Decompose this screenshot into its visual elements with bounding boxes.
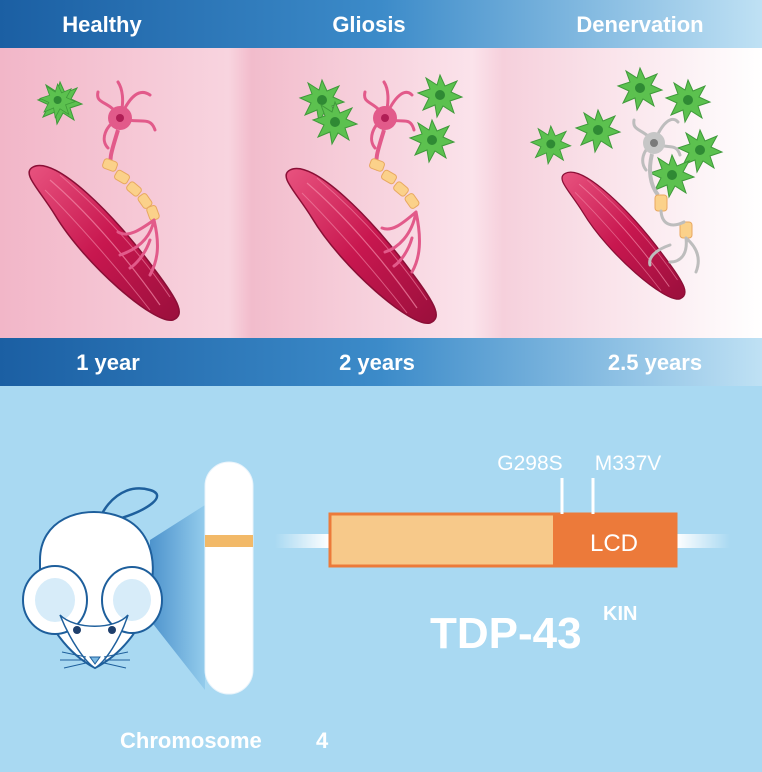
construct-right-flank xyxy=(676,534,730,548)
protein-superscript: KIN xyxy=(603,603,637,625)
chromosome-icon xyxy=(204,461,254,695)
construct-bar: LCD xyxy=(275,512,730,568)
projection-beam xyxy=(150,505,205,690)
stage-label-gliosis: Gliosis xyxy=(332,12,405,37)
myelin-icon xyxy=(654,194,668,212)
chromosome-number: 4 xyxy=(316,728,329,753)
chromosome-label: Chromosome xyxy=(120,728,262,753)
lcd-domain xyxy=(553,514,676,566)
stage-label-denervation: Denervation xyxy=(576,12,703,37)
mutation-label-1: G298S xyxy=(497,452,562,475)
mutation-label-2: M337V xyxy=(595,452,662,475)
time-band xyxy=(0,338,762,386)
time-label-3: 2.5 years xyxy=(608,350,702,375)
time-label-2: 2 years xyxy=(339,350,415,375)
healthy-illustration xyxy=(28,80,180,322)
time-label-1: 1 year xyxy=(76,350,140,375)
protein-name: TDP-43 xyxy=(430,609,582,658)
chromosome-band xyxy=(205,535,253,547)
denervation-illustration xyxy=(530,67,723,300)
neuron-icon xyxy=(632,117,700,274)
neuron-icon xyxy=(96,80,160,277)
gliosis-illustration xyxy=(285,74,463,325)
stage-label-healthy: Healthy xyxy=(62,12,142,37)
lcd-label: LCD xyxy=(590,530,638,557)
header-band xyxy=(0,0,762,48)
construct-left-flank xyxy=(275,534,330,548)
neuron-icon xyxy=(363,80,421,274)
mouse-icon xyxy=(22,487,163,670)
